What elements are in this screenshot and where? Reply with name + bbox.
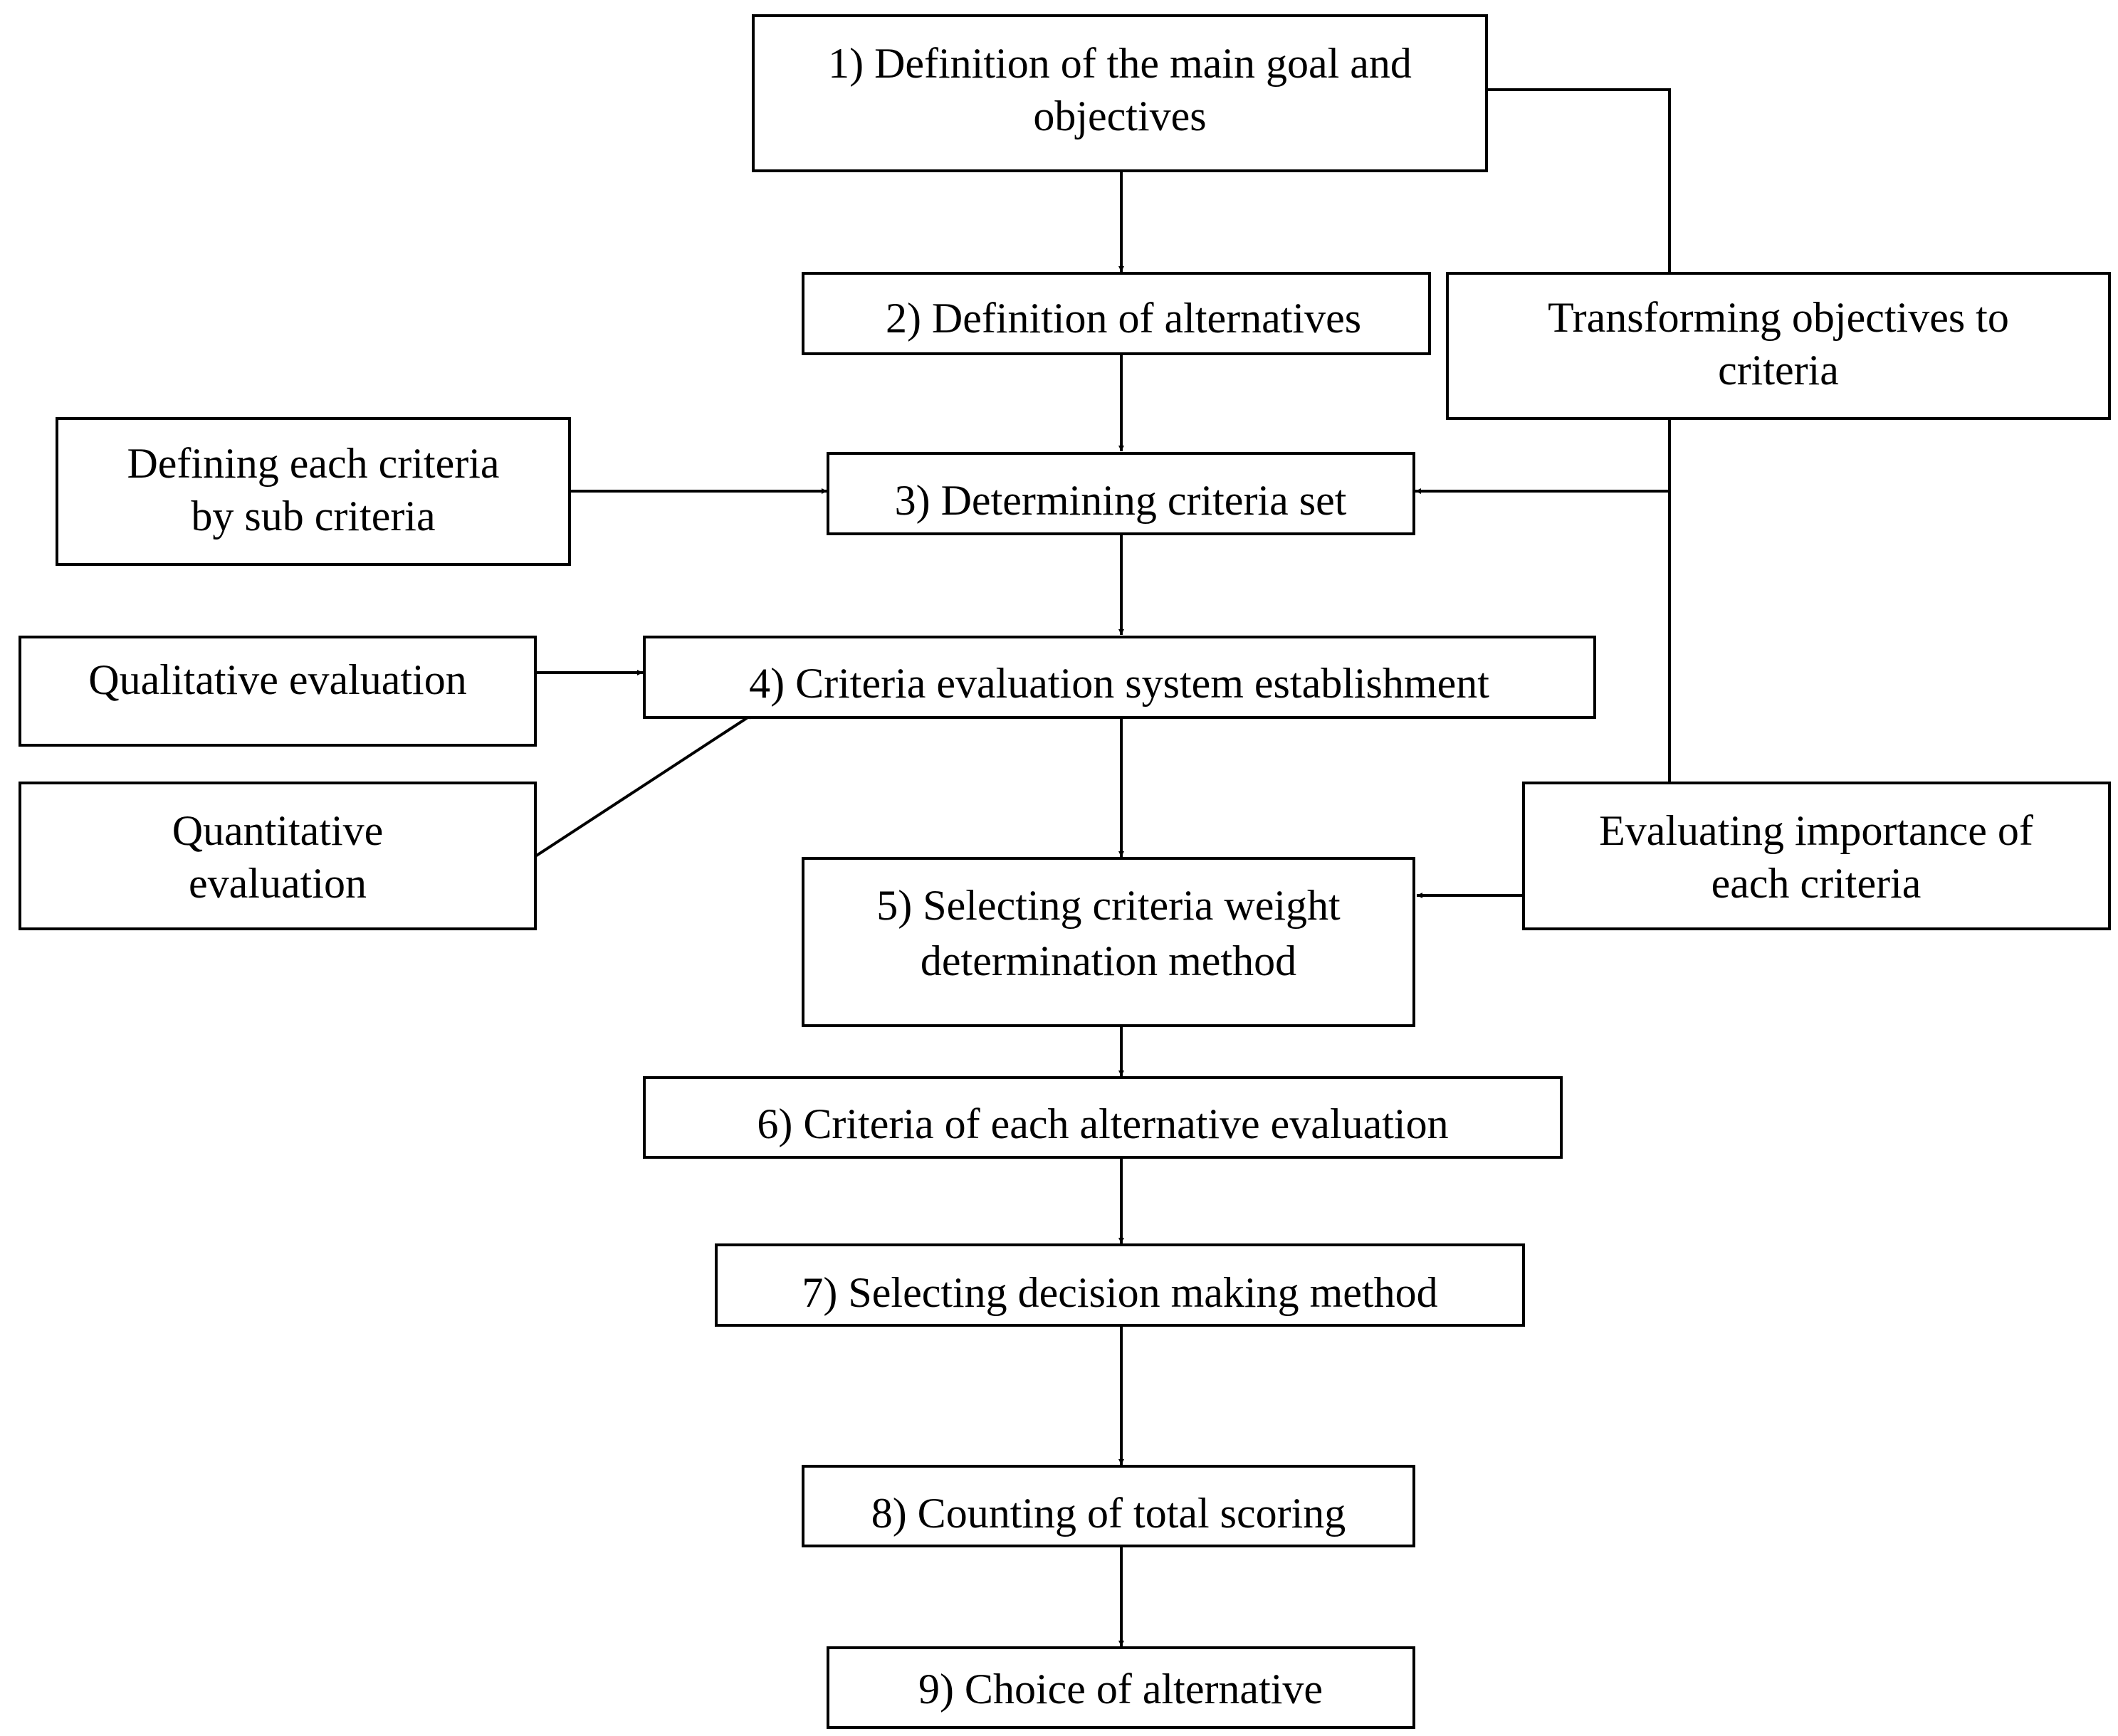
node-defining-sub: Defining each criteria by sub criteria <box>56 417 571 566</box>
node-step7-line-1: 7) Selecting decision making method <box>802 1269 1437 1316</box>
node-importance: Evaluating importance of each criteria <box>1522 782 2111 930</box>
node-step1-box <box>752 14 1488 172</box>
node-step4: 4) Criteria evaluation system establishm… <box>643 636 1596 719</box>
node-step3-line-1: 3) Determining criteria set <box>895 477 1347 524</box>
node-qualitative-line-1: Qualitative evaluation <box>88 656 466 703</box>
node-step4-line-1: 4) Criteria evaluation system establishm… <box>749 660 1489 707</box>
node-step3-box <box>827 452 1415 535</box>
node-step9-box <box>827 1646 1415 1729</box>
node-step2-box <box>802 272 1431 355</box>
node-step7: 7) Selecting decision making method <box>715 1243 1525 1327</box>
node-quantitative: Quantitative evaluation <box>19 782 537 930</box>
node-step7-box <box>715 1243 1525 1327</box>
node-step6-box <box>643 1076 1563 1159</box>
node-transforming-line-2: criteria <box>1718 347 1839 394</box>
node-step5-box <box>802 857 1415 1027</box>
node-step1-line-1: 1) Definition of the main goal and <box>828 40 1412 87</box>
line-step1-to-transforming <box>1487 88 1671 272</box>
node-quantitative-box <box>19 782 537 930</box>
node-step5: 5) Selecting criteria weight determinati… <box>802 857 1415 1027</box>
node-quantitative-line-1: Quantitative <box>172 807 384 854</box>
node-step3: 3) Determining criteria set <box>827 452 1415 535</box>
node-importance-line-1: Evaluating importance of <box>1599 807 2033 854</box>
node-defining-sub-box <box>56 417 571 566</box>
node-step9: 9) Choice of alternative <box>827 1646 1415 1729</box>
node-importance-box <box>1522 782 2111 930</box>
node-step1-line-2: objectives <box>1033 93 1206 140</box>
node-transforming-line-1: Transforming objectives to <box>1548 294 2009 341</box>
node-step8-line-1: 8) Counting of total scoring <box>871 1490 1346 1537</box>
node-step6-line-1: 6) Criteria of each alternative evaluati… <box>757 1100 1448 1147</box>
node-step9-line-1: 9) Choice of alternative <box>918 1666 1323 1713</box>
node-step8: 8) Counting of total scoring <box>802 1465 1415 1547</box>
node-defining-sub-line-1: Defining each criteria <box>127 440 499 487</box>
node-step5-line-2: determination method <box>921 937 1296 984</box>
node-step2-line-1: 2) Definition of alternatives <box>886 295 1361 342</box>
node-importance-line-2: each criteria <box>1711 860 1922 907</box>
node-step1: 1) Definition of the main goal and objec… <box>752 14 1488 172</box>
node-step6: 6) Criteria of each alternative evaluati… <box>643 1076 1563 1159</box>
node-defining-sub-line-2: by sub criteria <box>191 493 435 540</box>
node-quantitative-line-2: evaluation <box>189 860 367 907</box>
arrow-quantitative-to-step4 <box>534 712 755 858</box>
node-qualitative-box <box>19 636 537 747</box>
node-step2: 2) Definition of alternatives <box>802 272 1431 355</box>
node-transforming-box <box>1446 272 2111 420</box>
node-transforming: Transforming objectives to criteria <box>1446 272 2111 420</box>
node-step8-box <box>802 1465 1415 1547</box>
node-qualitative: Qualitative evaluation <box>19 636 537 747</box>
node-step5-line-1: 5) Selecting criteria weight <box>876 882 1341 929</box>
node-step4-box <box>643 636 1596 719</box>
connectors <box>534 88 1671 1646</box>
